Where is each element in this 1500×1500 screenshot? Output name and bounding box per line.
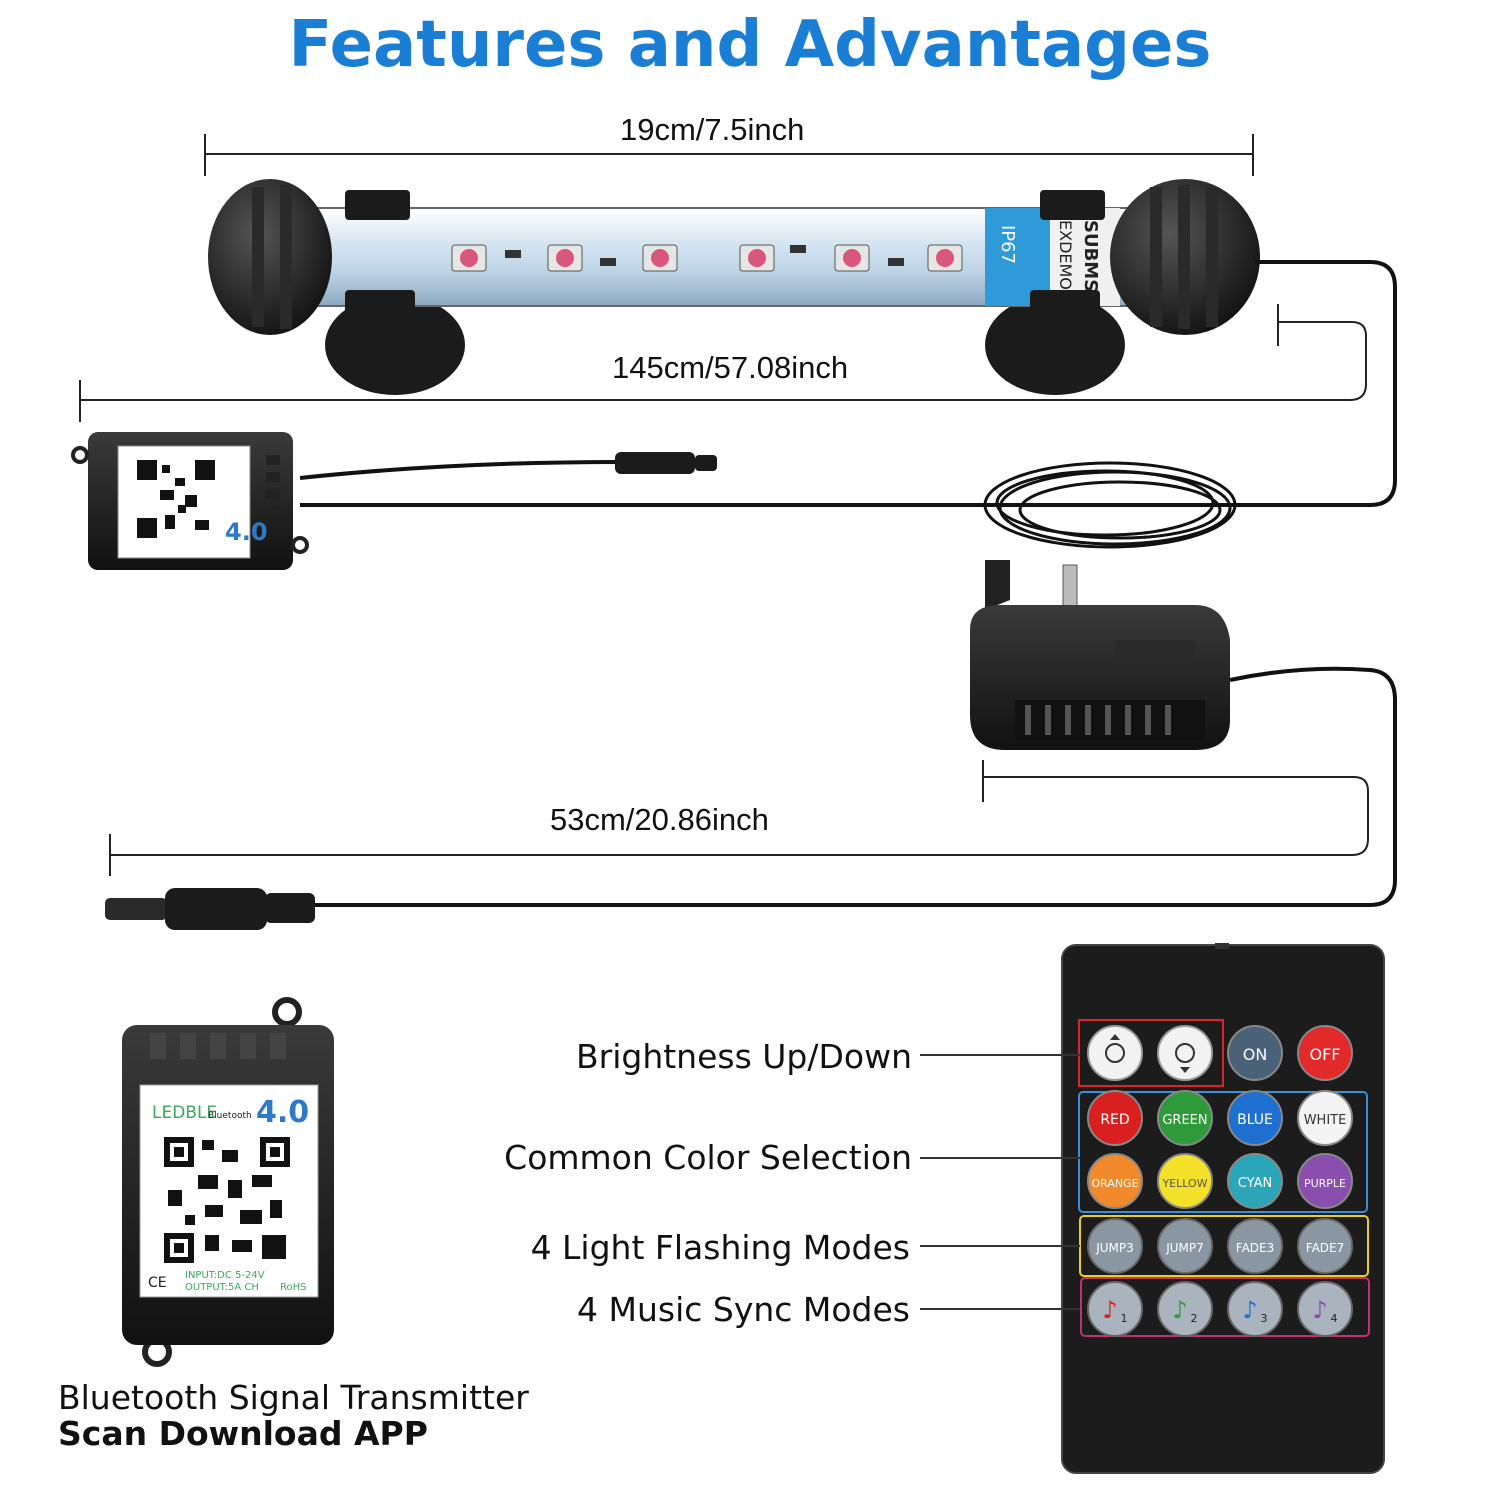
svg-text:JUMP7: JUMP7 — [1165, 1241, 1204, 1255]
music-note-icon: ♪ — [1172, 1296, 1187, 1324]
receiver-small: 4.0 — [71, 432, 309, 570]
music-mode-1-button[interactable]: ♪ 1 — [1087, 1281, 1143, 1337]
music-mode-3-button[interactable]: ♪ 3 — [1227, 1281, 1283, 1337]
light-tube: IP67 EXDEMO SUBMS — [208, 179, 1260, 345]
svg-text:FADE7: FADE7 — [1306, 1241, 1344, 1255]
off-button[interactable]: OFF — [1297, 1025, 1353, 1081]
receiver-output: OUTPUT:5A CH — [185, 1282, 259, 1293]
jump7-button[interactable]: JUMP7 — [1157, 1218, 1213, 1274]
svg-text:4.0: 4.0 — [225, 518, 268, 546]
label-flashing-modes: 4 Light Flashing Modes — [530, 1228, 910, 1267]
music-note-icon: ♪ — [1242, 1296, 1257, 1324]
svg-text:YELLOW: YELLOW — [1161, 1177, 1207, 1190]
dimension-adapter-length: 53cm/20.86inch — [550, 802, 769, 837]
music-note-icon: ♪ — [1102, 1296, 1117, 1324]
brightness-group-box — [1078, 1019, 1224, 1087]
receiver-large: LEDBLE Bluetooth 4.0 CE INPUT:DC 5-24V O… — [122, 997, 334, 1367]
dimension-tube-length: 19cm/7.5inch — [620, 112, 805, 147]
music-note-icon: ♪ — [1312, 1296, 1327, 1324]
tube-label-brand: EXDEMO — [1056, 220, 1075, 290]
svg-text:4: 4 — [1331, 1312, 1338, 1325]
dimension-cable-length: 145cm/57.08inch — [612, 350, 849, 385]
page-title: Features and Advantages — [288, 8, 1212, 82]
svg-text:GREEN: GREEN — [1162, 1113, 1207, 1128]
tube-label-model: SUBMS — [1080, 220, 1101, 292]
connector-female — [615, 452, 695, 474]
yellow-button[interactable]: YELLOW — [1157, 1153, 1213, 1209]
power-adapter — [970, 560, 1230, 750]
orange-button[interactable]: ORANGE — [1087, 1153, 1143, 1209]
purple-button[interactable]: PURPLE — [1297, 1153, 1353, 1209]
svg-text:PURPLE: PURPLE — [1304, 1177, 1346, 1190]
blue-button[interactable]: BLUE — [1227, 1090, 1283, 1146]
music-mode-4-button[interactable]: ♪ 4 — [1297, 1281, 1353, 1337]
svg-text:BLUE: BLUE — [1237, 1112, 1273, 1128]
sun-icon — [1105, 1043, 1125, 1063]
on-button[interactable]: ON — [1227, 1025, 1283, 1081]
green-button[interactable]: GREEN — [1157, 1090, 1213, 1146]
fade3-button[interactable]: FADE3 — [1227, 1218, 1283, 1274]
red-button[interactable]: RED — [1087, 1090, 1143, 1146]
receiver-rohs: RoHS — [280, 1282, 306, 1293]
dimension-line-cable — [79, 304, 1367, 422]
receiver-ce: CE — [148, 1275, 167, 1291]
fade7-button[interactable]: FADE7 — [1297, 1218, 1353, 1274]
receiver-brand: LEDBLE — [152, 1103, 217, 1123]
caption-transmitter: Bluetooth Signal Transmitter — [58, 1378, 529, 1417]
label-music-modes: 4 Music Sync Modes — [577, 1290, 910, 1329]
music-mode-2-button[interactable]: ♪ 2 — [1157, 1281, 1213, 1337]
sun-icon — [1175, 1043, 1195, 1063]
color-group-box — [1078, 1091, 1368, 1213]
receiver-version: 4.0 — [256, 1095, 309, 1130]
white-button[interactable]: WHITE — [1297, 1090, 1353, 1146]
label-color-selection: Common Color Selection — [504, 1138, 912, 1177]
dimension-line-adapter — [109, 760, 1369, 876]
svg-text:CYAN: CYAN — [1238, 1176, 1272, 1191]
svg-text:ORANGE: ORANGE — [1091, 1177, 1138, 1190]
caption-scan-app: Scan Download APP — [58, 1414, 428, 1453]
arrow-up-icon — [1110, 1034, 1120, 1040]
qr-code-small — [135, 458, 217, 540]
music-group-box — [1080, 1277, 1370, 1337]
led-chips — [451, 244, 963, 272]
remote-buttons: ON OFF RED GREEN BLUE WHITE ORANGE — [1087, 1025, 1353, 1337]
svg-text:3: 3 — [1261, 1312, 1268, 1325]
tube-label-ip67: IP67 — [997, 225, 1018, 264]
receiver-bluetooth: Bluetooth — [208, 1111, 252, 1121]
coiled-cable — [983, 461, 1237, 549]
svg-text:RED: RED — [1100, 1112, 1129, 1128]
dc-plug — [105, 888, 315, 930]
brightness-up-button[interactable] — [1087, 1025, 1143, 1081]
svg-text:1: 1 — [1121, 1312, 1128, 1325]
cyan-button[interactable]: CYAN — [1227, 1153, 1283, 1209]
svg-text:WHITE: WHITE — [1304, 1113, 1347, 1128]
dimension-line-tube — [204, 134, 1254, 176]
svg-text:2: 2 — [1191, 1312, 1198, 1325]
label-brightness: Brightness Up/Down — [576, 1037, 912, 1076]
svg-text:JUMP3: JUMP3 — [1095, 1241, 1134, 1255]
arrow-down-icon — [1180, 1067, 1190, 1073]
receiver-input: INPUT:DC 5-24V — [185, 1270, 265, 1281]
qr-code-large — [162, 1135, 292, 1265]
brightness-down-button[interactable] — [1157, 1025, 1213, 1081]
svg-text:FADE3: FADE3 — [1236, 1241, 1274, 1255]
tube-cable — [300, 260, 1397, 507]
adapter-cable — [312, 666, 1397, 907]
remote-control — [1061, 943, 1385, 1474]
svg-text:ON: ON — [1243, 1045, 1268, 1064]
jump3-button[interactable]: JUMP3 — [1087, 1218, 1143, 1274]
svg-text:OFF: OFF — [1310, 1045, 1341, 1064]
